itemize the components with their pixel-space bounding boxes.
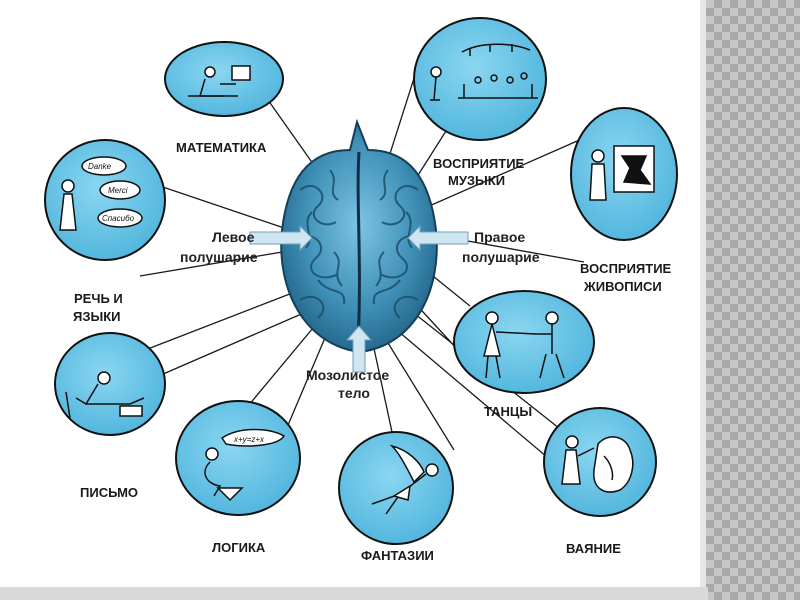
speech-label-line1: РЕЧЬ И (74, 291, 123, 306)
music-label-line1: ВОСПРИЯТИЕ (433, 156, 525, 171)
right-hemisphere-label-line1: Правое (474, 229, 525, 245)
speech-label-line2: ЯЗЫКИ (73, 309, 121, 324)
sculpture-bubble: ВАЯНИЕ (544, 408, 656, 556)
logic-ellipse (176, 401, 300, 515)
right-arrow (408, 226, 468, 250)
math-bubble: МАТЕМАТИКА (165, 42, 283, 155)
math-label: МАТЕМАТИКА (176, 140, 267, 155)
brain-midline (358, 152, 359, 345)
sculptor-icon (562, 436, 633, 492)
painting-label-line1: ВОСПРИЯТИЕ (580, 261, 672, 276)
painting-label-line2: ЖИВОПИСИ (583, 279, 662, 294)
left-hemisphere-label-line2: полушарие (180, 249, 258, 265)
speech-word-danke: Danke (88, 162, 112, 171)
logic-formula: x+y=z+x (233, 435, 265, 444)
dance-ellipse (454, 291, 594, 393)
writing-bubble: ПИСЬМО (55, 333, 165, 500)
corpus-callosum-label-line2: тело (338, 385, 370, 401)
writing-ellipse (55, 333, 165, 435)
music-bubble: ВОСПРИЯТИЕ МУЗЫКИ (414, 18, 546, 188)
speech-word-merci: Merci (108, 186, 128, 195)
writing-label: ПИСЬМО (80, 485, 138, 500)
corpus-callosum-label-line1: Мозолистое (306, 367, 389, 383)
left-hemisphere-label-line1: Левое (212, 229, 255, 245)
right-hemisphere-label-line2: полушарие (462, 249, 540, 265)
logic-label: ЛОГИКА (212, 540, 266, 555)
logic-bubble: x+y=z+x ЛОГИКА (176, 401, 300, 555)
sculpture-label: ВАЯНИЕ (566, 541, 621, 556)
fantasy-label: ФАНТАЗИИ (361, 548, 434, 563)
fantasy-bubble: ФАНТАЗИИ (339, 432, 453, 563)
math-ellipse (165, 42, 283, 116)
music-label-line2: МУЗЫКИ (448, 173, 505, 188)
painting-viewer-icon (590, 146, 654, 200)
speech-word-spasibo: Спасибо (102, 214, 135, 223)
dance-label: ТАНЦЫ (484, 404, 532, 419)
painting-bubble: ВОСПРИЯТИЕ ЖИВОПИСИ (571, 108, 677, 294)
speech-bubble: Danke Merci Спасибо РЕЧЬ И ЯЗЫКИ (45, 140, 165, 324)
